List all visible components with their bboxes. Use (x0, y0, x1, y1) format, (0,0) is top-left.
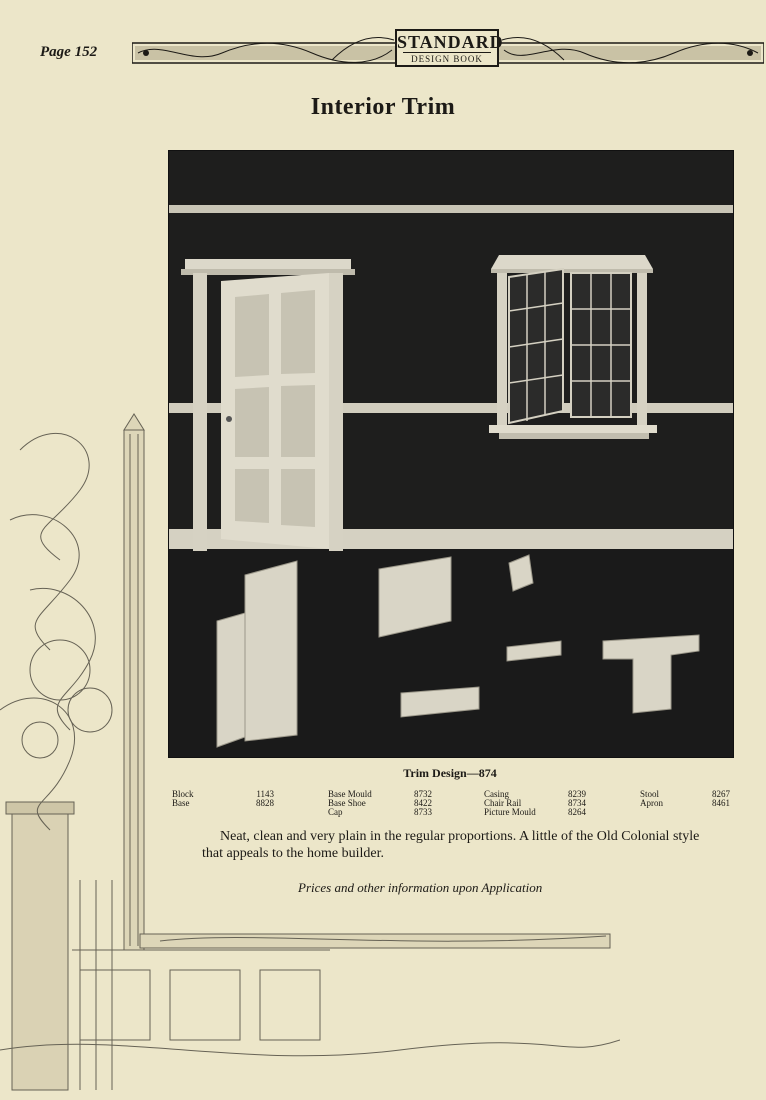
page-title: Interior Trim (310, 94, 456, 120)
picture-mould (169, 205, 733, 213)
trim-samples (216, 554, 700, 748)
part-name: Block (172, 789, 194, 799)
stool-apron-sample (602, 634, 700, 714)
part-code: 8828 (256, 798, 274, 808)
part-name: Picture Mould (484, 807, 536, 817)
trim-design-caption: Trim Design—874 (403, 766, 497, 780)
window-apron (499, 433, 649, 439)
part-row: Base Shoe 8422 (328, 799, 434, 808)
door-panel (221, 273, 329, 549)
part-code: 8461 (712, 798, 730, 808)
part-name: Base (172, 798, 190, 808)
window-casing (489, 255, 657, 439)
parts-column-1: Block 1143 Base 8828 (172, 790, 276, 808)
garden-gate-engraving (0, 413, 620, 1091)
part-name: Cap (328, 807, 343, 817)
part-name: Stool (640, 789, 660, 799)
parts-column-4: Stool 8267 Apron 8461 (640, 790, 732, 808)
chair-rail-sample (506, 640, 562, 662)
part-name: Casing (484, 789, 510, 799)
part-row: Casing 8239 (484, 790, 588, 799)
part-row: Cap 8733 (328, 808, 434, 817)
part-row: Block 1143 (172, 790, 276, 799)
part-name: Base Mould (328, 789, 372, 799)
casing-sample (378, 556, 452, 638)
page-number: Page 152 (40, 44, 98, 60)
part-row: Stool 8267 (640, 790, 732, 799)
window-sashes (508, 267, 632, 425)
part-code: 8264 (568, 807, 586, 817)
part-code: 8239 (568, 789, 586, 799)
part-code: 8422 (414, 798, 432, 808)
parts-column-2: Base Mould 8732 Base Shoe 8422 Cap 8733 (328, 790, 434, 817)
part-code: 8734 (568, 798, 586, 808)
part-row: Chair Rail 8734 (484, 799, 588, 808)
part-row: Picture Mould 8264 (484, 808, 588, 817)
part-row: Base Mould 8732 (328, 790, 434, 799)
parts-column-3: Casing 8239 Chair Rail 8734 Picture Mould 8… (484, 790, 588, 817)
part-name: Apron (640, 798, 663, 808)
description-paragraph: Neat, clean and very plain in the regula… (202, 829, 700, 861)
door-casing (181, 259, 355, 551)
part-row: Apron 8461 (640, 799, 732, 808)
part-code: 1143 (256, 789, 274, 799)
base-shoe-sample (400, 686, 480, 718)
room-trim-illustration (168, 150, 734, 758)
prices-note: Prices and other information upon Applic… (298, 880, 543, 895)
standard-design-book-logo: STANDARD DESIGN BOOK (395, 29, 504, 67)
part-name: Chair Rail (484, 798, 522, 808)
chair-rail (169, 403, 733, 413)
part-code: 8732 (414, 789, 432, 799)
window-stool (489, 425, 657, 433)
cap-sample (508, 554, 534, 592)
logo-word-standard: STANDARD (397, 32, 504, 52)
part-code: 8267 (712, 789, 730, 799)
part-row: Base 8828 (172, 799, 276, 808)
part-code: 8733 (414, 807, 432, 817)
part-name: Base Shoe (328, 798, 366, 808)
logo-word-design-book: DESIGN BOOK (403, 52, 491, 65)
